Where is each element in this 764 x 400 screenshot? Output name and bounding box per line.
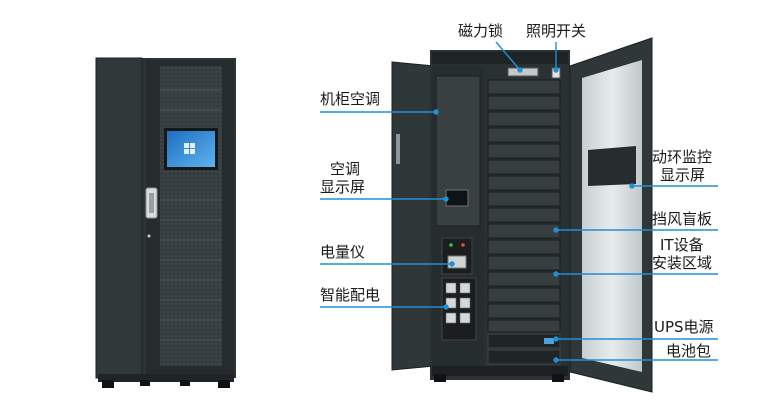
battery-pack-unit bbox=[487, 349, 561, 365]
label-env-monitor-1: 动环监控 bbox=[652, 148, 713, 166]
label-ac-display-1: 空调 bbox=[330, 160, 361, 178]
label-blanking-panel: 挡风盲板 bbox=[652, 210, 713, 228]
left-door bbox=[391, 61, 435, 371]
label-env-monitor-2: 显示屏 bbox=[660, 166, 706, 184]
label-magnetic-lock: 磁力锁 bbox=[458, 22, 504, 40]
windows-logo-icon bbox=[184, 143, 195, 154]
env-monitor-screen bbox=[588, 146, 636, 186]
label-ups-power: UPS电源 bbox=[654, 318, 714, 336]
key-hole bbox=[147, 234, 151, 238]
open-cabinet bbox=[391, 37, 653, 393]
label-light-switch: 照明开关 bbox=[526, 22, 587, 40]
label-it-area-1: IT设备 bbox=[660, 236, 704, 254]
closed-cabinet bbox=[95, 57, 236, 388]
door-mesh-panel bbox=[160, 66, 222, 366]
label-ac-display-2: 显示屏 bbox=[320, 178, 366, 196]
ups-indicator bbox=[544, 338, 554, 344]
callout-lines bbox=[320, 41, 718, 363]
right-door-glass bbox=[582, 60, 642, 372]
label-it-area-2: 安装区域 bbox=[652, 254, 713, 272]
label-smart-pdu: 智能配电 bbox=[320, 286, 381, 304]
label-battery-pack: 电池包 bbox=[666, 342, 712, 360]
magnetic-lock bbox=[507, 67, 539, 77]
label-power-meter: 电量仪 bbox=[320, 243, 366, 261]
ups-unit bbox=[487, 333, 561, 349]
ac-display-screen bbox=[445, 189, 469, 207]
blanking-panels bbox=[487, 79, 561, 333]
label-cabinet-ac: 机柜空调 bbox=[320, 90, 381, 108]
